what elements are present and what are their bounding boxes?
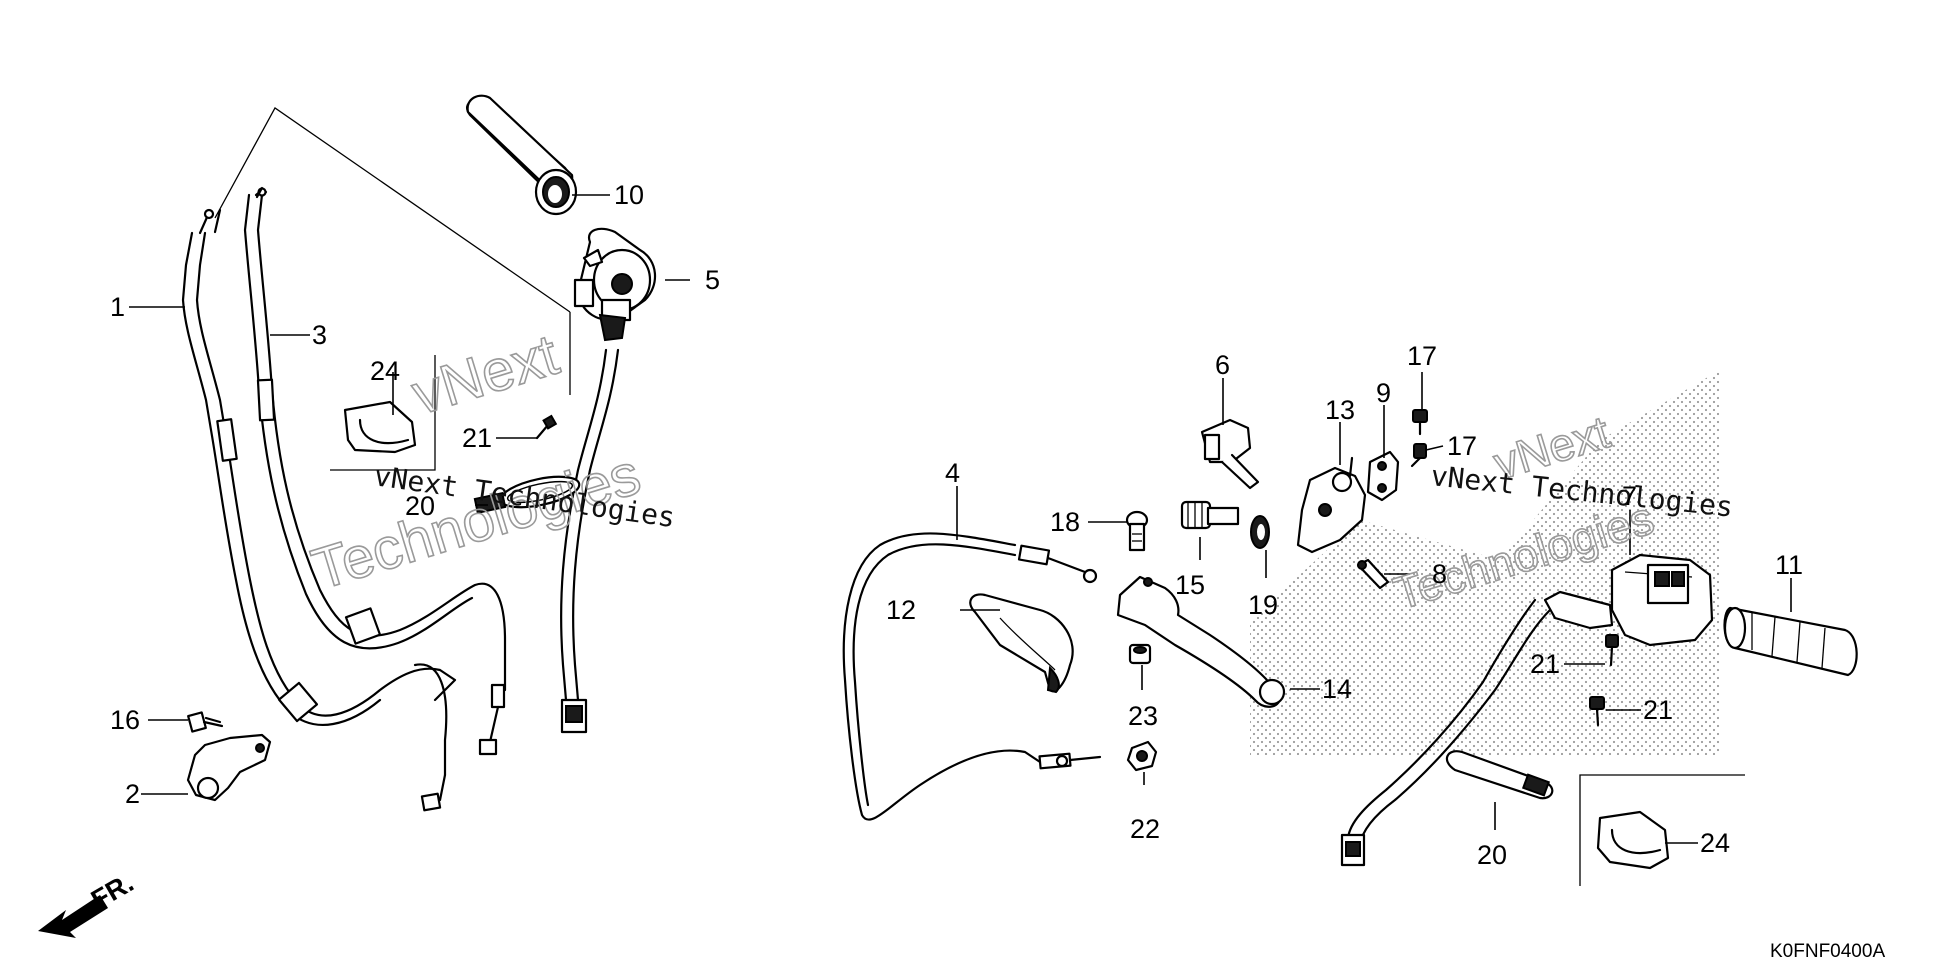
callout-9: 9	[1376, 378, 1391, 408]
callout-5: 5	[705, 265, 720, 295]
grouping-line-24-left	[330, 355, 436, 471]
throttle-cable-1	[181, 208, 457, 812]
callout-13: 13	[1325, 395, 1355, 425]
leader-lines	[129, 194, 1792, 844]
callout-10: 10	[614, 180, 644, 210]
callout-24-left: 24	[370, 356, 400, 386]
throttle-cable-3	[243, 187, 507, 756]
callout-3: 3	[312, 320, 327, 350]
watermark-vnext-left: vNext	[405, 322, 566, 428]
watermark: vNext Technologies vNext Technologies vN…	[304, 321, 1734, 620]
clutch-lever-14	[1116, 575, 1286, 708]
callout-16: 16	[110, 705, 140, 735]
cable-guide-24-left	[343, 372, 417, 454]
callout-15: 15	[1175, 570, 1205, 600]
cable-guide-24-right	[1596, 810, 1670, 870]
callout-24-right: 24	[1700, 828, 1730, 858]
throttle-housing-5	[560, 227, 657, 734]
callout-2: 2	[125, 779, 140, 809]
front-direction-arrow: FR.	[38, 867, 139, 938]
holder-clamp-9	[1366, 450, 1400, 502]
callout-12: 12	[886, 595, 916, 625]
lever-cover-12	[969, 593, 1074, 694]
cable-end-1	[213, 208, 222, 234]
figure-code: K0FNF0400A	[1770, 941, 1885, 962]
nut-22	[1126, 740, 1158, 772]
callout-4: 4	[945, 458, 960, 488]
clutch-cable-4	[842, 532, 1102, 821]
locknut-19	[1250, 515, 1270, 549]
callout-7: 7	[1622, 481, 1637, 511]
callout-14: 14	[1322, 674, 1352, 704]
pin-8	[1356, 558, 1390, 590]
screw-17-upper	[1412, 409, 1428, 436]
callout-20-right: 20	[1477, 840, 1507, 870]
callout-1: 1	[110, 292, 125, 322]
callout-17-lower: 17	[1447, 431, 1477, 461]
callout-19: 19	[1248, 590, 1278, 620]
callout-6: 6	[1215, 350, 1230, 380]
callout-11: 11	[1775, 550, 1803, 580]
lever-holder-13	[1296, 456, 1367, 554]
band-20-left	[473, 475, 581, 514]
adjuster-15	[1180, 500, 1240, 530]
bolt-16	[187, 711, 224, 733]
left-grip-11	[1723, 606, 1858, 677]
callout-22: 22	[1130, 814, 1160, 844]
screw-17-lower	[1410, 443, 1427, 468]
grouping-line-throttle	[214, 107, 571, 313]
callout-21-left: 21	[462, 423, 492, 453]
callout-18: 18	[1050, 507, 1080, 537]
callout-21-right-lower: 21	[1643, 695, 1673, 725]
grouping-line-24-right	[1579, 774, 1745, 886]
callout-23: 23	[1128, 701, 1158, 731]
callout-21-right-upper: 21	[1530, 649, 1560, 679]
cable-clamp-2	[186, 733, 272, 802]
handlebar-switch-7	[1340, 553, 1714, 867]
screw-21-left	[535, 414, 558, 440]
nut-23	[1128, 643, 1152, 665]
pivot-bolt-18	[1125, 510, 1149, 552]
callouts: 1 2 3 4 5 6 7 8 9 10 11 12 13 14 15 16 1…	[110, 180, 1803, 870]
callout-20-left: 20	[405, 491, 435, 521]
screw-21-right-lower	[1589, 696, 1605, 727]
cable-end-3	[255, 186, 264, 199]
screw-21-right-upper	[1605, 634, 1619, 667]
callout-8: 8	[1432, 559, 1447, 589]
callout-17-upper: 17	[1407, 341, 1437, 371]
band-20-right	[1445, 750, 1554, 830]
watermark-dot-pattern	[1250, 370, 1720, 755]
throttle-grip-10	[466, 94, 578, 216]
clutch-switch-6	[1200, 418, 1260, 490]
